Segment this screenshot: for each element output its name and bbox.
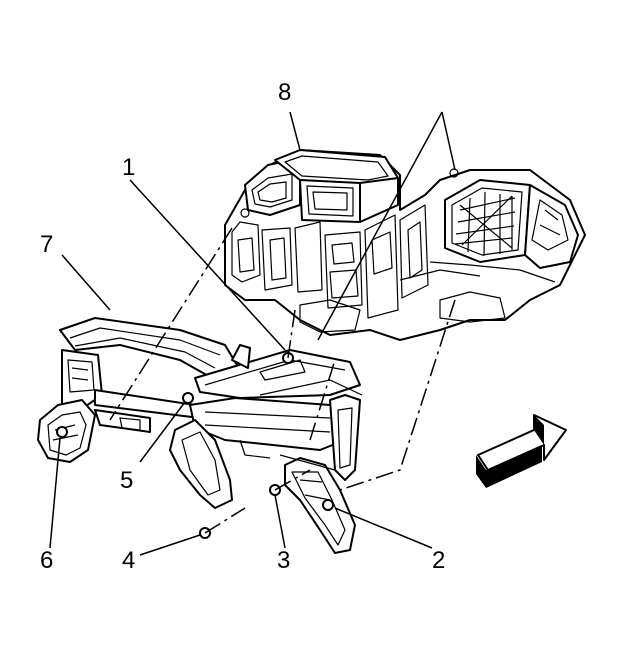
callout-5: 5 xyxy=(120,467,133,494)
forward-direction-arrow-icon xyxy=(476,414,567,488)
instrument-panel-carrier xyxy=(37,317,363,554)
leader-lines xyxy=(49,111,456,556)
nut-5-icon xyxy=(182,392,194,404)
callout-4: 4 xyxy=(122,547,135,574)
callout-1: 1 xyxy=(122,154,135,181)
callout-3: 3 xyxy=(277,547,290,574)
nut-2-icon xyxy=(322,499,334,511)
nut-6-icon xyxy=(56,426,68,438)
callout-7: 7 xyxy=(40,231,53,258)
callout-2: 2 xyxy=(432,547,445,574)
alignment-lines xyxy=(109,227,456,534)
hvac-module xyxy=(224,149,586,341)
callout-8: 8 xyxy=(278,79,291,106)
callout-6: 6 xyxy=(40,547,53,574)
